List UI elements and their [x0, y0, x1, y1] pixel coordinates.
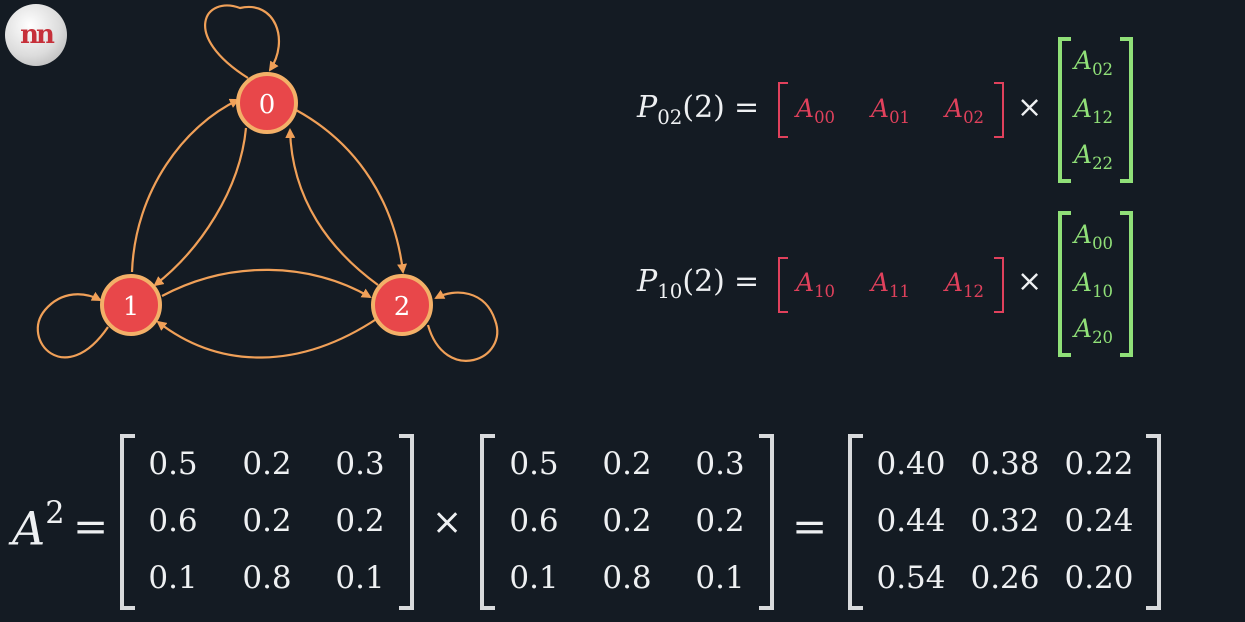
result-bracket-right [1146, 434, 1161, 610]
eq1-equals: = [734, 90, 760, 125]
eq1-lhs: P02(2) [637, 90, 725, 129]
edge-1-2 [161, 268, 372, 299]
result-cell-r1c2: 0.24 [1064, 503, 1134, 539]
eq2-row-el: A10 [796, 268, 836, 301]
matrix2-cell-r2c2: 0.1 [695, 560, 745, 596]
matrix1-cell-r2c0: 0.1 [148, 560, 198, 596]
matrix1-cell-r0c2: 0.3 [335, 446, 385, 482]
matrix1-cell-r1c1: 0.2 [242, 503, 292, 539]
eq1-times: × [1017, 90, 1043, 125]
matrix2-cell-r1c1: 0.2 [602, 503, 652, 539]
result-cell-r1c1: 0.32 [970, 503, 1040, 539]
matrix2-cell-r0c2: 0.3 [695, 446, 745, 482]
markov-state-diagram: 0 1 2 [36, 4, 499, 362]
matrix1-cell-r0c1: 0.2 [242, 446, 292, 482]
matrix2-cell-r1c2: 0.2 [695, 503, 745, 539]
result-cell-r0c1: 0.38 [970, 446, 1040, 482]
result-cell-r2c0: 0.54 [876, 560, 946, 596]
node-2: 2 [371, 274, 433, 336]
eq1-col-el: A02 [1074, 46, 1114, 79]
edge-2-0 [285, 128, 379, 286]
edge-0-1 [153, 127, 248, 287]
matrix1-cell-r1c2: 0.2 [335, 503, 385, 539]
matrix1-bracket-left [120, 434, 135, 610]
result-bracket-left [848, 434, 863, 610]
edge-1-1 [36, 291, 109, 359]
eq1-col-bracket-left [1058, 37, 1071, 183]
eq1-col-el: A12 [1074, 94, 1114, 127]
eq2-row-bracket-left [778, 257, 788, 313]
matrix2-cell-r0c1: 0.2 [602, 446, 652, 482]
result-cell-r0c2: 0.22 [1064, 446, 1134, 482]
edge-0-2 [295, 109, 408, 274]
edge-1-0 [130, 98, 240, 273]
matrix2-bracket-left [480, 434, 495, 610]
eq2-row-bracket-right [994, 257, 1004, 313]
matrix2-cell-r2c0: 0.1 [509, 560, 559, 596]
matrix1-cell-r1c0: 0.6 [148, 503, 198, 539]
matrix2-bracket-right [759, 434, 774, 610]
eq2-col-el: A20 [1074, 314, 1114, 347]
eq2-col-bracket-right [1120, 211, 1133, 357]
matrix-eq-lhs: A2 [12, 496, 65, 556]
eq2-row-el: A12 [945, 268, 985, 301]
eq2-times: × [1017, 264, 1043, 299]
channel-logo: nn [5, 4, 67, 66]
eq2-col-el: A00 [1074, 220, 1114, 253]
node-label-1: 1 [123, 292, 140, 322]
eq1-col-bracket-right [1120, 37, 1133, 183]
eq1-row-el: A00 [796, 94, 836, 127]
node-label-2: 2 [394, 292, 411, 322]
eq1-row-el: A02 [945, 94, 985, 127]
node-1: 1 [100, 274, 162, 336]
eq1-row-el: A01 [871, 94, 911, 127]
matrix1-cell-r0c0: 0.5 [148, 446, 198, 482]
edge-2-1 [156, 317, 379, 359]
matrix-eq-equals-result: = [792, 502, 828, 551]
matrix1-cell-r2c2: 0.1 [335, 560, 385, 596]
eq1-row-bracket-left [778, 82, 788, 138]
result-cell-r1c0: 0.44 [876, 503, 946, 539]
eq1-col-el: A22 [1074, 140, 1114, 173]
matrix2-cell-r2c1: 0.8 [602, 560, 652, 596]
result-cell-r2c2: 0.20 [1064, 560, 1134, 596]
node-0: 0 [236, 72, 298, 134]
eq2-col-bracket-left [1058, 211, 1071, 357]
matrix1-cell-r2c1: 0.8 [242, 560, 292, 596]
node-label-0: 0 [259, 90, 276, 120]
matrix1-bracket-right [399, 434, 414, 610]
matrix2-cell-r1c0: 0.6 [509, 503, 559, 539]
eq2-equals: = [734, 264, 760, 299]
matrix-eq-equals: = [73, 502, 109, 551]
result-cell-r2c1: 0.26 [970, 560, 1040, 596]
eq2-col-el: A10 [1074, 268, 1114, 301]
edge-2-2 [426, 289, 499, 362]
result-cell-r0c0: 0.40 [876, 446, 946, 482]
eq1-row-bracket-right [994, 82, 1004, 138]
matrix2-cell-r0c0: 0.5 [509, 446, 559, 482]
matrix-eq-times: × [432, 502, 463, 543]
eq2-lhs: P10(2) [637, 264, 725, 303]
edge-0-0 [204, 4, 280, 79]
eq2-row-el: A11 [871, 268, 911, 301]
